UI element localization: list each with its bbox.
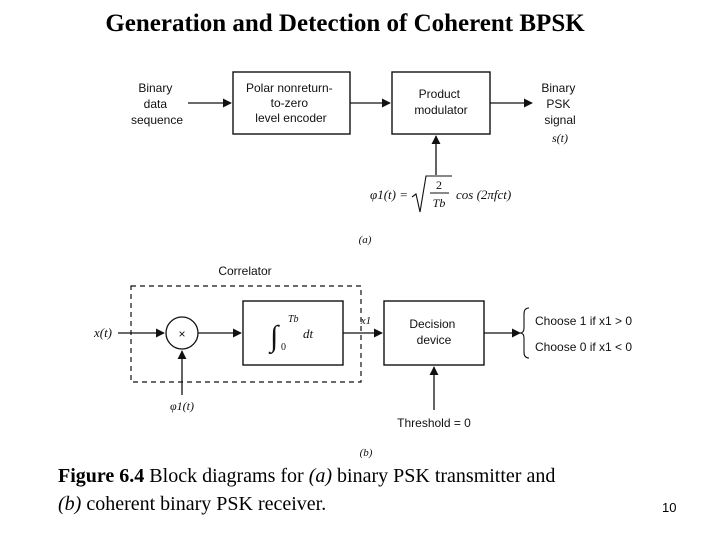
figure-caption: Figure 6.4 Block diagrams for (a) binary… (58, 462, 678, 518)
reference-signal-symbol: φ1(t) (170, 399, 194, 413)
integrator-block (242, 300, 344, 366)
cosine-term: cos (2πfct) (456, 187, 511, 202)
caption-text-3: coherent binary PSK receiver. (81, 493, 327, 515)
panel-b-label: (b) (360, 447, 373, 459)
polar-nrz-encoder-block (232, 71, 351, 135)
slide-title: Generation and Detection of Coherent BPS… (105, 10, 585, 37)
receiver-diagram: Correlator x(t) × φ1(t) ∫ Tb 0 dt x1 Dec… (93, 264, 632, 459)
caption-b: (b) (58, 493, 82, 515)
bpsk-signal-output-label: Binary PSK signal (541, 81, 578, 127)
product-modulator-label: Product modulator (414, 87, 467, 117)
binary-data-input-label: Binary data sequence (131, 81, 183, 127)
fraction-numerator: 2 (436, 178, 442, 192)
figure-number: Figure 6.4 (58, 465, 145, 487)
caption-a: (a) (308, 465, 333, 487)
decision-device-label: Decision device (409, 317, 458, 347)
multiplier-symbol: × (178, 327, 185, 341)
transmitter-diagram: Binary data sequence Polar nonreturn- to… (131, 71, 578, 246)
input-signal-symbol: x(t) (93, 325, 112, 340)
integrator-upper-limit: Tb (288, 314, 299, 325)
caption-text-2: binary PSK transmitter and (332, 465, 556, 487)
page-number: 10 (662, 500, 677, 515)
correlator-label: Correlator (218, 264, 271, 278)
basis-function-lhs: φ1(t) = (370, 187, 408, 202)
product-modulator-block (391, 71, 491, 135)
integrator-dt: dt (303, 326, 314, 341)
output-symbol: s(t) (552, 131, 568, 145)
sqrt-sign (411, 175, 452, 213)
correlator-dashed-boundary (130, 285, 362, 383)
panel-a-label: (a) (359, 234, 372, 246)
threshold-label: Threshold = 0 (397, 416, 471, 430)
decision-brace (519, 307, 530, 359)
caption-text-1: Block diagrams for (144, 465, 309, 487)
integrator-lower-limit: 0 (281, 342, 286, 353)
polar-nrz-encoder-label: Polar nonreturn- to-zero level encoder (246, 81, 336, 125)
choose-1-rule: Choose 1 if x1 > 0 (535, 314, 632, 328)
decision-device-block (383, 300, 485, 366)
fraction-denominator: Tb (433, 196, 446, 210)
correlator-output-symbol: x1 (360, 315, 371, 327)
choose-0-rule: Choose 0 if x1 < 0 (535, 340, 632, 354)
integral-sign: ∫ (268, 320, 280, 355)
